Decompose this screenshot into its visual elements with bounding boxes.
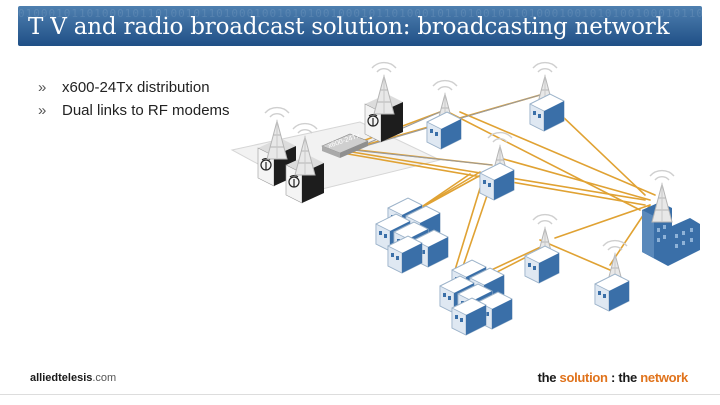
- housing-cluster-lower: [439, 259, 513, 336]
- bullet-text: x600-24Tx distribution: [62, 79, 210, 96]
- binary-pattern: 0100010110100010110100101101000100101010…: [18, 7, 702, 20]
- housing-cluster-upper: [375, 197, 449, 274]
- title-bar: 0100010110100010110100101101000100101010…: [18, 6, 702, 46]
- bullet-item: » Dual links to RF modems: [38, 101, 258, 120]
- tagline: the solution : the network: [537, 370, 689, 385]
- chevron-right-icon: »: [38, 79, 47, 96]
- tagline-the: the: [537, 370, 560, 385]
- logo-domain: .com: [92, 372, 117, 384]
- tagline-network: network: [640, 370, 688, 385]
- chevron-right-icon: »: [38, 102, 47, 119]
- tagline-separator: :: [607, 370, 619, 385]
- logo-name: alliedtelesis: [30, 372, 93, 384]
- bullet-text: Dual links to RF modems: [62, 102, 230, 119]
- page-title: T V and radio broadcast solution: broadc…: [28, 14, 670, 40]
- office-building: [642, 202, 700, 266]
- tagline-solution: solution: [559, 370, 608, 385]
- footer-divider: [0, 394, 720, 395]
- bullet-list: » x600-24Tx distribution » Dual links to…: [38, 78, 258, 124]
- allied-telesis-logo: alliedtelesis.com: [30, 372, 116, 384]
- bullet-item: » x600-24Tx distribution: [38, 78, 258, 97]
- tagline-the: the: [618, 370, 641, 385]
